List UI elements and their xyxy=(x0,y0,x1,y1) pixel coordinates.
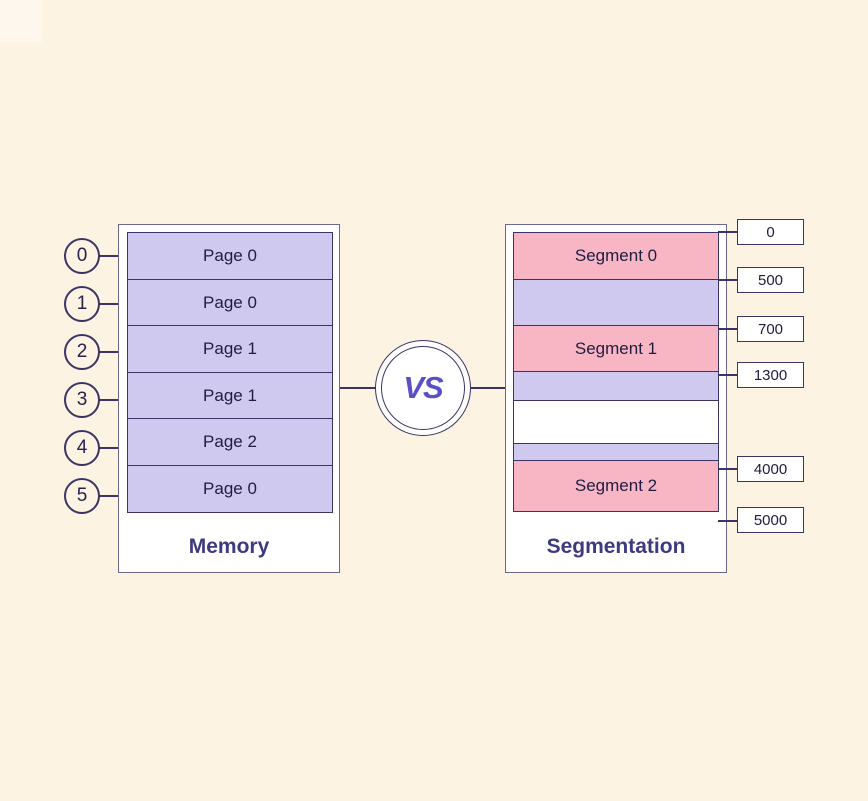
memory-row: Page 0 xyxy=(127,464,333,513)
corner-highlight xyxy=(0,0,42,42)
page-label: Page 2 xyxy=(203,432,257,451)
frame-index-label: 5 xyxy=(76,485,88,506)
address-value: 500 xyxy=(757,271,784,289)
frame-index-label: 1 xyxy=(76,293,88,314)
segment-row: Segment 0 xyxy=(513,232,719,280)
frame-connector-line xyxy=(99,447,119,449)
frame-index-circle: 4 xyxy=(64,430,100,466)
vs-right-line xyxy=(470,387,506,389)
segment-label: Segment 1 xyxy=(574,338,658,358)
address-connector-line xyxy=(718,328,737,330)
page-label: Page 0 xyxy=(203,292,257,312)
address-connector-line xyxy=(718,520,737,522)
frame-connector-line xyxy=(99,399,119,401)
vs-label: VS xyxy=(403,370,443,405)
frame-index-circle: 5 xyxy=(64,478,100,514)
frame-index-label: 3 xyxy=(76,389,88,410)
memory-row: Page 0 xyxy=(127,232,333,280)
segment-gap-row xyxy=(513,278,719,327)
frame-index-label: 2 xyxy=(76,341,88,362)
address-box: 0 xyxy=(737,219,804,245)
segment-gap-row xyxy=(513,370,719,402)
address-connector-line xyxy=(718,231,737,233)
segmentation-title: Segmentation xyxy=(546,535,686,558)
segment-row: Segment 2 xyxy=(513,460,719,512)
page-label: Page 0 xyxy=(203,246,257,265)
frame-index-label: 0 xyxy=(76,245,88,266)
address-value: 700 xyxy=(757,320,784,338)
frame-index-label: 4 xyxy=(76,437,88,458)
address-box: 5000 xyxy=(737,507,804,533)
frame-connector-line xyxy=(99,351,119,353)
address-box: 4000 xyxy=(737,456,804,482)
frame-index-circle: 1 xyxy=(64,286,100,322)
address-value: 1300 xyxy=(753,366,788,384)
address-box: 500 xyxy=(737,267,804,293)
address-box: 700 xyxy=(737,316,804,342)
address-box: 1300 xyxy=(737,362,804,388)
address-connector-line xyxy=(718,374,737,376)
address-value: 4000 xyxy=(753,460,788,478)
memory-title: Memory xyxy=(188,535,270,558)
address-value: 5000 xyxy=(753,511,788,529)
address-connector-line xyxy=(718,468,737,470)
frame-index-circle: 0 xyxy=(64,238,100,274)
memory-row: Page 1 xyxy=(127,325,333,373)
frame-index-circle: 2 xyxy=(64,334,100,370)
address-connector-line xyxy=(718,279,737,281)
memory-row: Page 0 xyxy=(127,278,333,327)
segment-label: Segment 0 xyxy=(574,246,658,265)
address-value: 0 xyxy=(766,223,775,241)
memory-row-stack: Page 0 Page 0 Page 1 Page 1 Page 2 Page … xyxy=(127,232,333,513)
vs-left-line xyxy=(340,387,376,389)
segment-gap-row xyxy=(513,400,719,444)
page-label: Page 1 xyxy=(203,339,257,358)
frame-index-circle: 3 xyxy=(64,382,100,418)
memory-row: Page 1 xyxy=(127,371,333,420)
frame-connector-line xyxy=(99,255,119,257)
segmentation-row-stack: Segment 0 Segment 1 Segment 2 xyxy=(513,232,719,512)
vs-badge: VS xyxy=(375,340,471,436)
segment-row: Segment 1 xyxy=(513,325,719,372)
page-label: Page 0 xyxy=(203,478,257,498)
vs-inner-ring: VS xyxy=(381,346,465,430)
memory-row: Page 2 xyxy=(127,418,333,466)
segment-gap-row xyxy=(513,442,719,462)
page-label: Page 1 xyxy=(203,385,257,405)
frame-connector-line xyxy=(99,495,119,497)
segment-label: Segment 2 xyxy=(574,476,658,495)
frame-connector-line xyxy=(99,303,119,305)
